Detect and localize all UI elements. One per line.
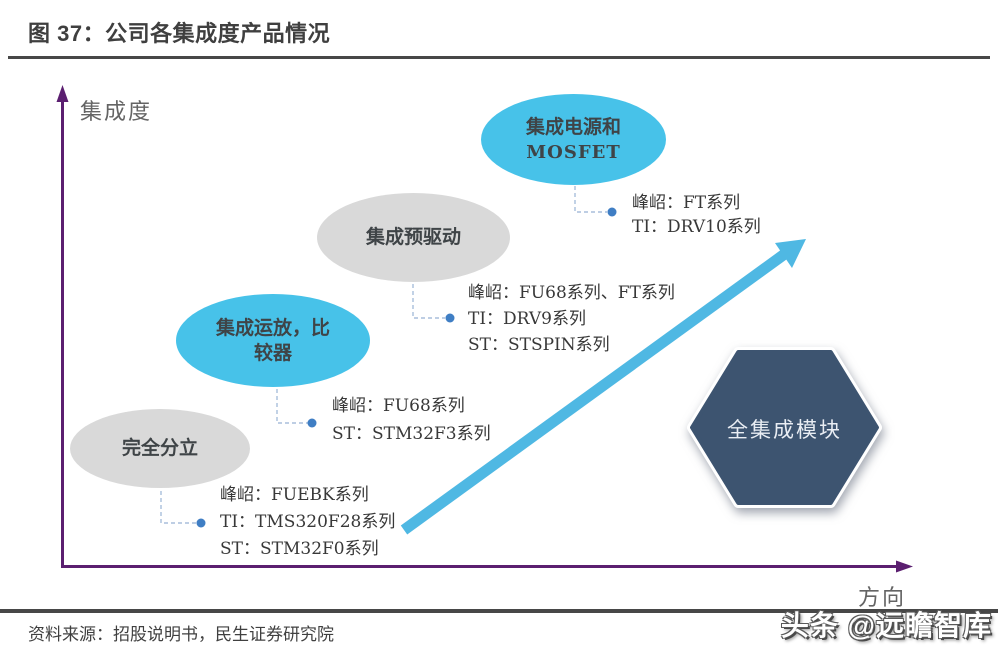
connector-dot-icon	[196, 518, 206, 528]
product-line: 峰岹：FT系列	[632, 193, 741, 213]
figure-title: 图 37：公司各集成度产品情况	[28, 21, 331, 46]
node-label: 集成电源和	[525, 116, 621, 138]
trend-arrow-head-icon	[775, 239, 806, 268]
bottom-divider	[0, 609, 998, 613]
product-line: 峰岹：FUEBK系列	[220, 485, 369, 505]
product-line: ST：STSPIN系列	[468, 335, 610, 355]
connector-dot-icon	[307, 418, 317, 428]
connector-predriver	[412, 284, 445, 319]
node-predriver: 集成预驱动	[317, 193, 510, 282]
connector-power-mosfet	[574, 186, 607, 213]
node-label: MOSFET	[526, 141, 621, 163]
connector-dot-icon	[445, 313, 455, 323]
annotation-opamp-comparator: 峰岹：FU68系列 ST：STM32F3系列	[332, 392, 491, 448]
watermark: 头条 @远瞻智库	[780, 610, 992, 641]
y-axis-arrowhead-icon	[56, 85, 69, 102]
node-label: 较器	[253, 342, 292, 364]
x-axis-label: 方向	[858, 586, 907, 611]
node-label: 完全分立	[121, 438, 198, 459]
trend-arrow-shaft	[400, 248, 790, 535]
product-line: TI：DRV9系列	[468, 309, 586, 329]
title-underline	[8, 56, 990, 59]
node-power-mosfet: 集成电源和 MOSFET	[481, 94, 666, 185]
connector-dot-icon	[607, 207, 617, 217]
annotation-fully-discrete: 峰岹：FUEBK系列 TI：TMS320F28系列 ST：STM32F0系列	[220, 482, 395, 563]
product-line: TI：DRV10系列	[632, 217, 761, 237]
y-axis-label: 集成度	[80, 100, 153, 125]
source-note: 资料来源：招股说明书，民生证券研究院	[28, 625, 334, 644]
product-line: ST：STM32F3系列	[332, 424, 491, 444]
annotation-power-mosfet: 峰岹：FT系列 TI：DRV10系列	[632, 191, 761, 239]
x-axis-arrowhead-icon	[896, 560, 913, 573]
product-line: 峰岹：FU68系列	[332, 396, 465, 416]
product-line: 峰岹：FU68系列、FT系列	[468, 283, 675, 303]
connector-opamp-comparator	[276, 389, 308, 424]
connector-fully-discrete	[160, 484, 196, 524]
node-label-full-integration: 全集成模块	[727, 418, 842, 442]
node-opamp-comparator: 集成运放，比 较器	[176, 294, 370, 387]
node-label: 集成预驱动	[365, 227, 461, 248]
product-line: ST：STM32F0系列	[220, 539, 379, 559]
node-fully-discrete: 完全分立	[70, 409, 250, 488]
node-full-integration-module	[687, 347, 882, 508]
product-line: TI：TMS320F28系列	[220, 512, 396, 532]
node-label: 集成运放，比	[215, 317, 330, 339]
annotation-predriver: 峰岹：FU68系列、FT系列 TI：DRV9系列 ST：STSPIN系列	[468, 280, 675, 358]
